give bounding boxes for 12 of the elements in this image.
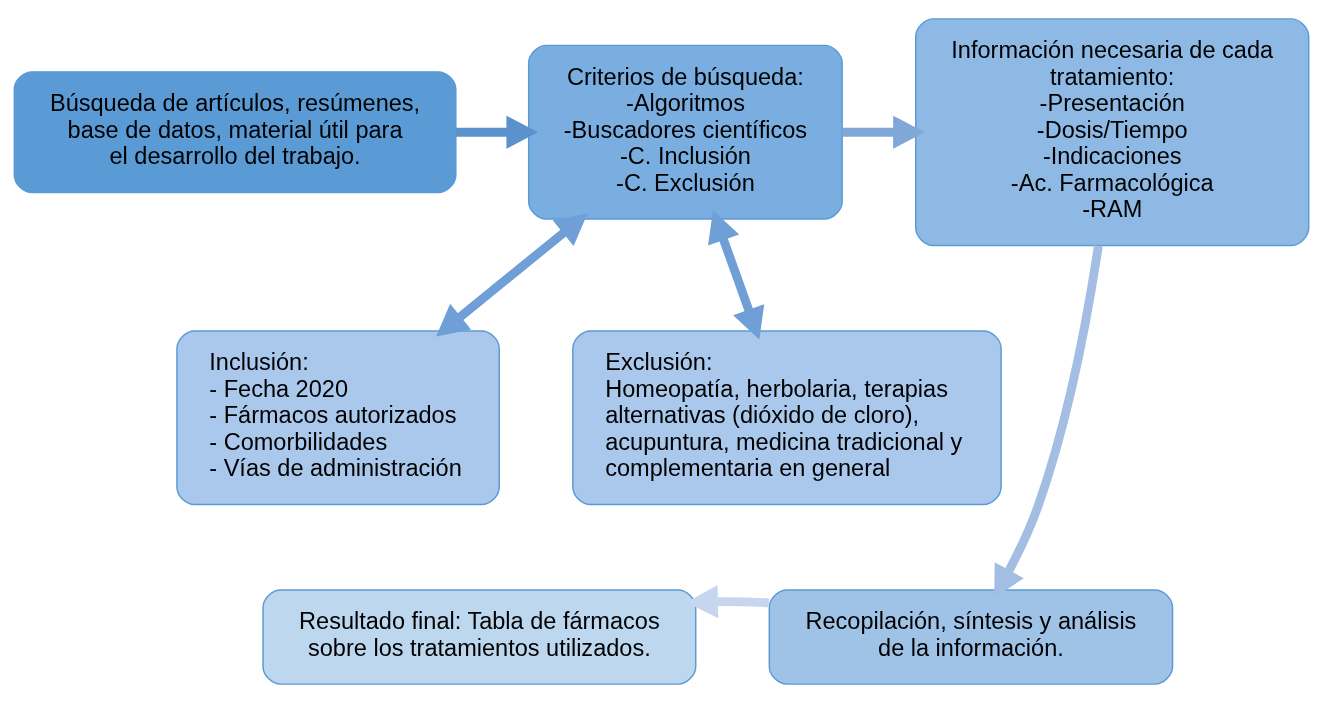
node-box: Recopilación, síntesis y análisis de la información.: [768, 588, 1174, 685]
node-box: Información necesaria de cada tratamiento: -Presentación -Dosis/Tiempo -Indicaciones -Ac. Farmacológica -RAM: [915, 17, 1310, 246]
node-box: Criterios de búsqueda: -Algoritmos -Buscadores científicos -C. Inclusión -C. Exclusión: [527, 44, 843, 220]
arrow: [686, 584, 770, 618]
arrow: [842, 115, 925, 149]
arrow: [708, 209, 765, 339]
node-box: Búsqueda de artículos, resúmenes, base de datos, material útil para el desarrollo del trabajo.: [13, 70, 457, 193]
node-box: Resultado final: Tabla de fármacos sobre los tratamientos utilizados.: [262, 588, 697, 685]
node-box: Exclusión: Homeopatía, herbolaria, terapias alternativas (dióxido de cloro), acupuntura, medicina tradicional y complementaria en general: [572, 329, 1002, 505]
arrow: [455, 115, 538, 149]
node-box: Inclusión: - Fecha 2020 - Fármacos autorizados - Comorbilidades - Vías de administración: [176, 329, 500, 505]
arrow: [436, 212, 588, 336]
